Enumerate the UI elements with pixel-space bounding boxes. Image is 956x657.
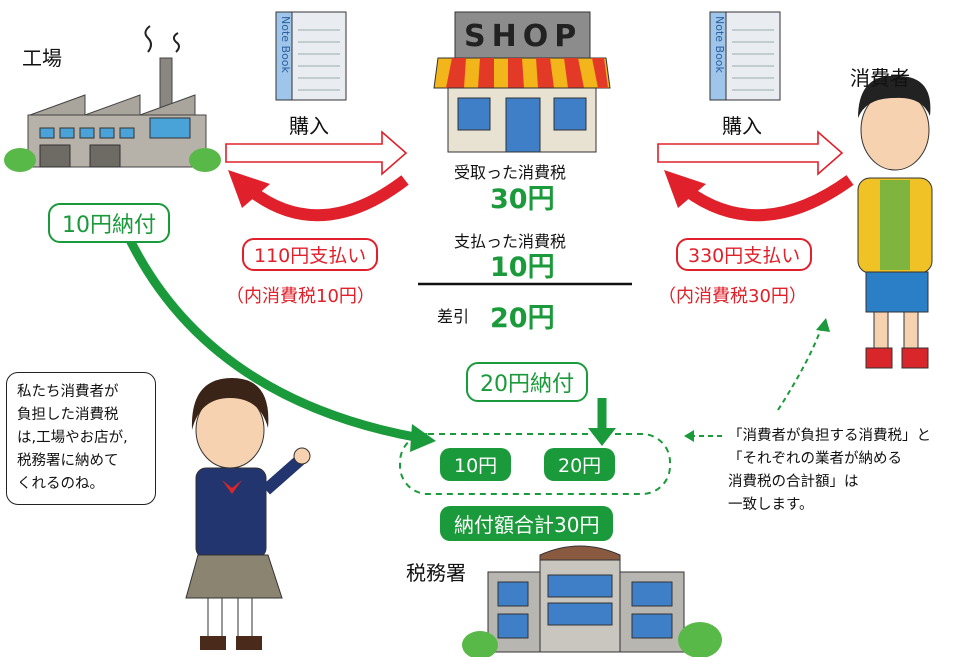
explanation-note: 「消費者が負担する消費税」と 「それぞれの業者が納める 消費税の合計額」は 一致… bbox=[728, 425, 931, 517]
total-payment-badge: 納付額合計30円 bbox=[440, 506, 614, 541]
difference-label: 差引 bbox=[437, 307, 470, 326]
notebook-left-title: Note Book bbox=[279, 16, 292, 73]
student-girl-illustration bbox=[185, 378, 311, 650]
paid-tax-label: 支払った消費税 bbox=[454, 232, 567, 251]
consumer-boy-illustration bbox=[857, 75, 933, 369]
buy-label-left: 購入 bbox=[289, 114, 329, 138]
payment-chip-10: 10円 bbox=[440, 448, 512, 481]
notebook-right-title: Note Book bbox=[713, 16, 726, 73]
purchase-arrow-right bbox=[657, 130, 844, 176]
left-payment-tax: （内消費税10円） bbox=[226, 286, 375, 307]
factory-payment-arrow bbox=[125, 237, 421, 443]
shop-sign: SHOP bbox=[464, 19, 583, 54]
speech-line: 税務署に納めて bbox=[17, 453, 119, 469]
buy-label-right: 購入 bbox=[722, 114, 762, 138]
tax-office-label: 税務署 bbox=[406, 561, 466, 585]
payment-chip-20: 20円 bbox=[544, 448, 616, 481]
factory-label: 工場 bbox=[22, 46, 62, 70]
consumer-label: 消費者 bbox=[850, 66, 910, 90]
speech-bubble: 私たち消費者が 負担した消費税 は,工場やお店が, 税務署に納めて くれるのね。 bbox=[6, 372, 156, 505]
payment-arrow-right bbox=[664, 170, 854, 222]
right-payment-badge: 330円支払い bbox=[676, 238, 813, 271]
left-payment-badge: 110円支払い bbox=[242, 238, 379, 271]
speech-line: 負担した消費税 bbox=[17, 407, 119, 423]
shop-illustration bbox=[433, 11, 611, 153]
factory-payment-badge: 10円納付 bbox=[48, 203, 170, 243]
note-line: 消費税の合計額」は bbox=[728, 474, 859, 490]
payments-dashed-group bbox=[399, 433, 671, 495]
right-payment-tax: （内消費税30円） bbox=[658, 286, 807, 307]
payment-arrow-left bbox=[228, 170, 409, 222]
tax-office-illustration bbox=[462, 545, 722, 657]
speech-line: くれるのね。 bbox=[17, 476, 104, 492]
factory-illustration bbox=[4, 25, 221, 172]
note-line: 一致します。 bbox=[728, 497, 814, 513]
difference-value: 20円 bbox=[490, 303, 555, 334]
shop-payment-badge: 20円納付 bbox=[466, 362, 588, 402]
received-tax-value: 30円 bbox=[490, 184, 555, 215]
speech-line: は,工場やお店が, bbox=[17, 430, 128, 446]
note-line: 「それぞれの業者が納める bbox=[728, 451, 902, 467]
received-tax-label: 受取った消費税 bbox=[454, 163, 567, 182]
purchase-arrow-left bbox=[225, 130, 408, 176]
speech-line: 私たち消費者が bbox=[17, 384, 119, 400]
notebook-right-illustration bbox=[709, 11, 781, 101]
notebook-left-illustration bbox=[275, 11, 347, 101]
note-line: 「消費者が負担する消費税」と bbox=[728, 428, 931, 444]
paid-tax-value: 10円 bbox=[490, 252, 555, 283]
